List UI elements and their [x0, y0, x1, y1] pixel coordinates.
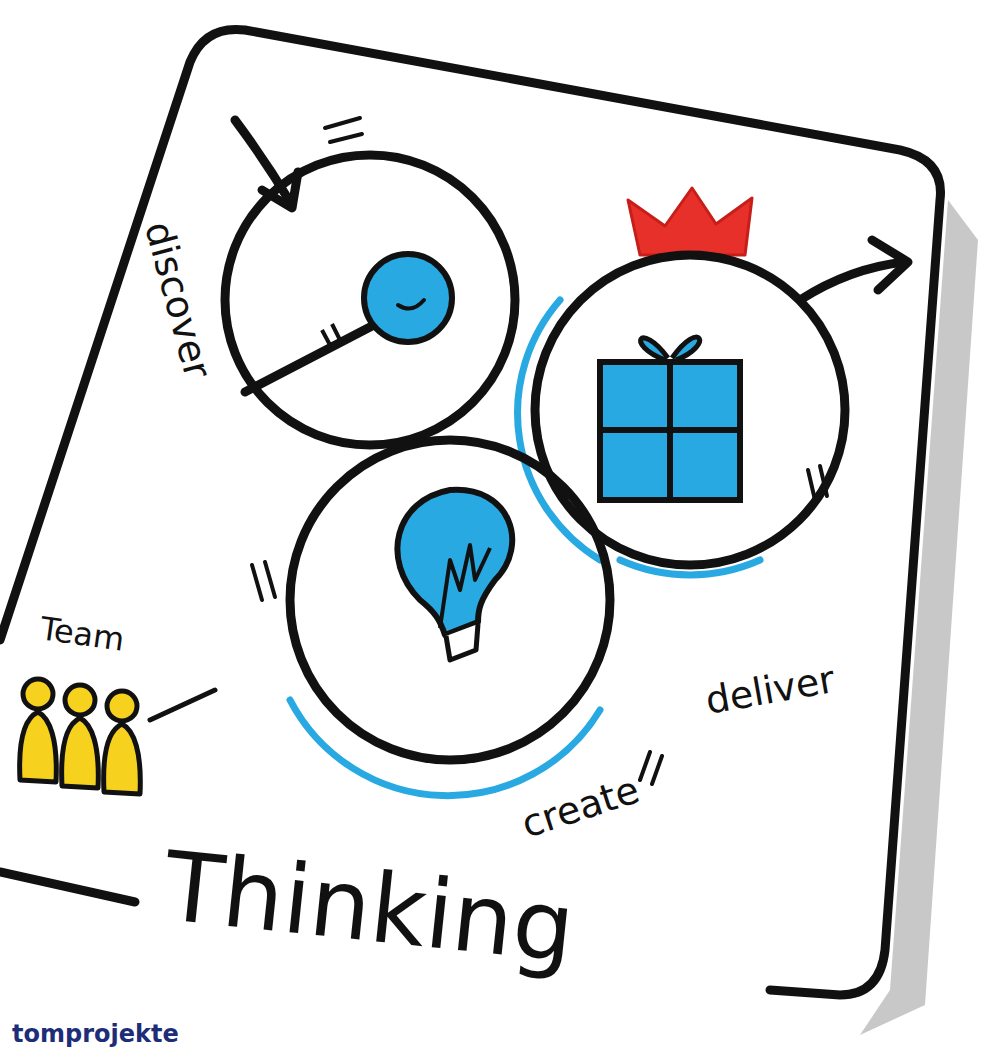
team-label: Team [38, 612, 126, 655]
underline-stroke [0, 872, 135, 902]
circle-outline [220, 150, 520, 450]
motion-marks [325, 118, 362, 142]
magnifier-icon [364, 254, 452, 342]
phase-label: create [517, 770, 643, 843]
gift-bow [641, 337, 700, 360]
circle-outline [530, 250, 850, 570]
team-figures [20, 679, 141, 794]
lightbulb-base [446, 624, 478, 660]
gift-icon [600, 362, 740, 500]
crown-icon [628, 188, 752, 255]
magnifier-handle [245, 326, 372, 392]
diagram-title: Thinking [160, 838, 579, 976]
circle-stroke [225, 155, 515, 445]
phase-circle: deliver [530, 250, 850, 570]
motion-marks [252, 562, 275, 600]
magnifier-handle [322, 324, 340, 345]
gift-ribbon [600, 362, 740, 500]
phase-label: discover [139, 218, 217, 382]
phase-circle: discover [220, 150, 520, 450]
card-frame [0, 29, 941, 995]
lightbulb-filament [440, 545, 490, 628]
motion-marks [640, 752, 662, 784]
magnifier-glint [398, 300, 424, 309]
circle-stroke [535, 255, 845, 565]
brand-watermark: tomprojekte [12, 1022, 179, 1046]
circle-stroke [290, 440, 610, 760]
lightbulb-icon [397, 490, 512, 635]
phase-label: deliver [703, 660, 838, 720]
circle-outline [285, 435, 615, 765]
pointer-arm [150, 690, 215, 720]
phase-circle: create [285, 435, 615, 765]
card-shadow [860, 200, 978, 1035]
arrow-head [872, 240, 908, 290]
